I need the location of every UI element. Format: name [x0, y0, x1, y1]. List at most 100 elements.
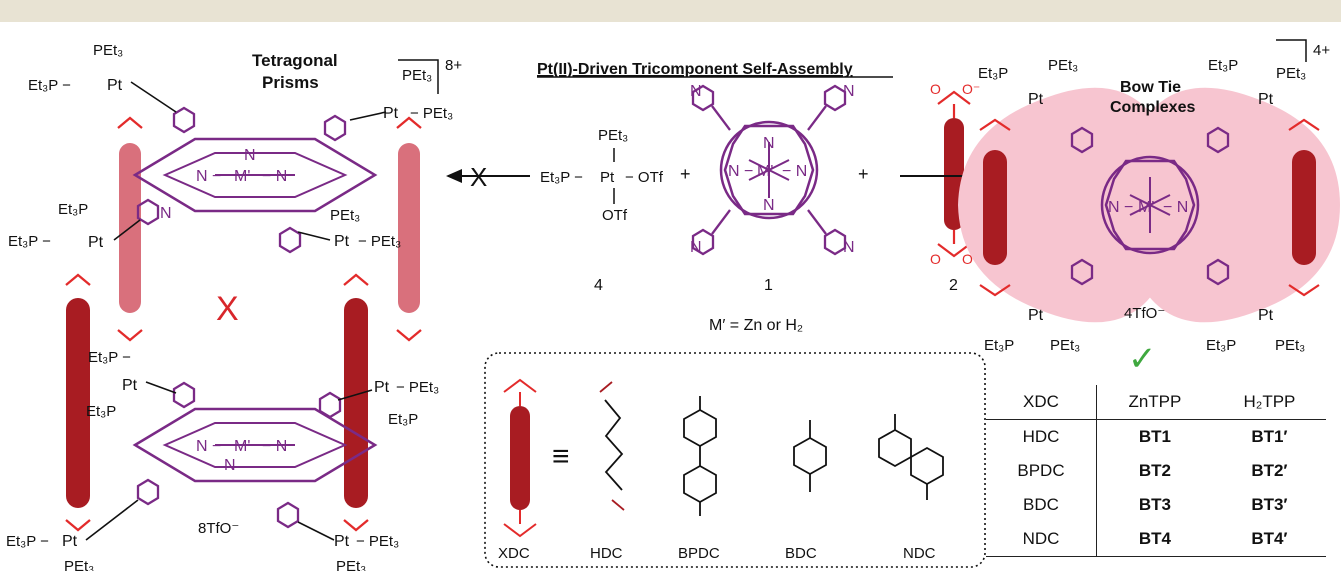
compound-number-2: 2	[949, 277, 958, 294]
svg-text:Et₃P: Et₃P	[388, 411, 418, 428]
svg-text:M': M'	[757, 163, 773, 180]
svg-text:Pt: Pt	[107, 77, 123, 94]
xdc-symbol	[503, 378, 537, 538]
svg-text:PEt₃: PEt₃	[402, 67, 432, 84]
svg-text:M': M'	[234, 168, 250, 185]
label-hdc: HDC	[590, 545, 623, 562]
svg-text:PEt₃: PEt₃	[1276, 65, 1306, 82]
svg-text:PEt₃: PEt₃	[1048, 57, 1078, 74]
svg-text:N: N	[160, 205, 172, 222]
svg-text:− PEt₃: − PEt₃	[410, 105, 453, 122]
bowtie-counterion: 4TfO⁻	[1124, 305, 1165, 322]
svg-text:Pt: Pt	[600, 169, 615, 186]
plus-sign-2: +	[858, 164, 869, 184]
equivalence-symbol: ≡	[552, 440, 570, 473]
svg-text:− PEt₃: − PEt₃	[396, 379, 439, 396]
ndc-structure	[878, 414, 944, 500]
bowtie-title-line1: Bow Tie	[1120, 79, 1181, 96]
svg-text:Pt: Pt	[1028, 91, 1044, 108]
label-bdc: BDC	[785, 545, 817, 562]
svg-text:OTf: OTf	[602, 207, 628, 224]
label-xdc: XDC	[498, 545, 530, 562]
svg-text:N −: N −	[196, 168, 221, 185]
compound-number-4: 4	[594, 277, 603, 294]
linker-lower-left	[66, 298, 90, 508]
bdc-structure	[793, 420, 827, 492]
svg-text:PEt₃: PEt₃	[330, 207, 360, 224]
svg-text:− N: − N	[1163, 199, 1188, 216]
prism-counterion: 8TfO⁻	[198, 520, 239, 537]
compound-number-1: 1	[764, 277, 773, 294]
hdc-structure	[599, 381, 625, 511]
svg-text:Pt: Pt	[122, 377, 138, 394]
svg-text:Pt: Pt	[1258, 91, 1274, 108]
svg-text:N: N	[843, 83, 855, 100]
svg-text:Et₃P −: Et₃P −	[6, 533, 49, 550]
svg-text:Et₃P: Et₃P	[86, 403, 116, 420]
svg-text:N: N	[690, 83, 702, 100]
bpdc-structure	[683, 396, 717, 516]
table-header: XDC	[986, 385, 1097, 420]
svg-text:Et₃P −: Et₃P −	[8, 233, 51, 250]
svg-text:− N: − N	[782, 163, 807, 180]
svg-text:PEt₃: PEt₃	[1275, 337, 1305, 354]
svg-text:N −: N −	[196, 438, 221, 455]
svg-text:− N: − N	[262, 438, 287, 455]
svg-text:Et₃P −: Et₃P −	[540, 169, 583, 186]
svg-text:Pt: Pt	[334, 233, 350, 250]
svg-text:N: N	[843, 239, 855, 256]
compound-4-structure: PEt₃ Et₃P − Pt − OTf OTf	[540, 127, 664, 224]
svg-text:PEt₃: PEt₃	[598, 127, 628, 144]
svg-text:M': M'	[1138, 199, 1154, 216]
svg-text:Et₃P: Et₃P	[58, 201, 88, 218]
svg-text:PEt₃: PEt₃	[336, 558, 366, 571]
svg-text:− OTf: − OTf	[625, 169, 664, 186]
prism-title-line2: Prisms	[262, 73, 319, 92]
linker-definition-box	[484, 352, 986, 568]
svg-text:N: N	[763, 197, 775, 214]
svg-text:N: N	[244, 147, 256, 164]
svg-text:Et₃P: Et₃P	[978, 65, 1008, 82]
svg-text:Pt: Pt	[383, 105, 399, 122]
svg-text:Pt: Pt	[334, 533, 350, 550]
bowtie-charge: 4+	[1313, 42, 1330, 59]
metal-note: M′ = Zn or H₂	[709, 317, 803, 334]
linker-upper-right	[398, 143, 420, 313]
svg-text:O: O	[930, 251, 941, 267]
prism-fail-mark: X	[216, 290, 239, 328]
svg-text:Pt: Pt	[1258, 307, 1274, 324]
svg-text:− N: − N	[262, 168, 287, 185]
prism-charge-bracket	[398, 59, 439, 94]
top-band	[0, 0, 1341, 22]
svg-text:− PEt₃: − PEt₃	[356, 533, 399, 550]
porphyrin-bottom	[133, 407, 377, 483]
plus-sign-1: +	[680, 164, 691, 184]
svg-text:Et₃P: Et₃P	[984, 337, 1014, 354]
svg-text:Et₃P −: Et₃P −	[88, 349, 131, 366]
svg-text:O⁻: O⁻	[962, 81, 980, 97]
svg-text:N: N	[224, 457, 236, 474]
self-assembly-heading: Pt(II)-Driven Tricomponent Self-Assembly	[537, 61, 853, 78]
bowtie-title-line2: Complexes	[1110, 99, 1195, 116]
svg-text:Pt: Pt	[88, 234, 104, 251]
prism-title-line1: Tetragonal	[252, 51, 338, 70]
svg-text:N −: N −	[728, 163, 753, 180]
svg-text:M': M'	[234, 438, 250, 455]
svg-text:Pt: Pt	[374, 379, 390, 396]
svg-text:Et₃P: Et₃P	[1206, 337, 1236, 354]
svg-text:Et₃P −: Et₃P −	[28, 77, 71, 94]
svg-text:PEt₃: PEt₃	[1050, 337, 1080, 354]
svg-text:PEt₃: PEt₃	[93, 42, 123, 59]
label-bpdc: BPDC	[678, 545, 720, 562]
svg-text:N: N	[763, 135, 775, 152]
svg-text:N −: N −	[1108, 199, 1133, 216]
svg-text:Pt: Pt	[1028, 307, 1044, 324]
